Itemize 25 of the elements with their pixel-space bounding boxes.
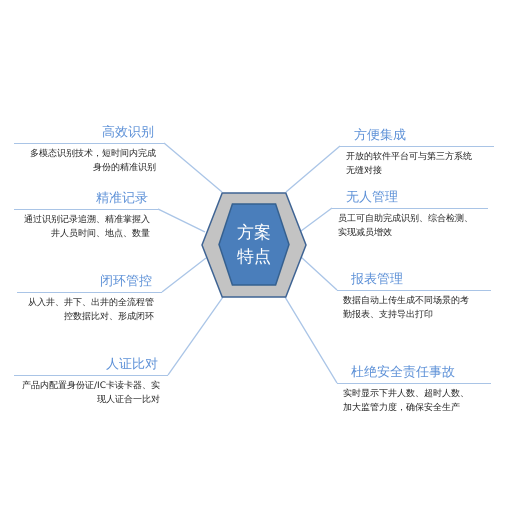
connector-line: [162, 257, 206, 293]
connector-line: [300, 256, 338, 290]
feature-description: 实时显示下井人数、超时人数、加大监管力度，确保安全生产: [343, 388, 470, 415]
feature-description: 产品内配置身份证/IC卡读卡器、实现人证合一比对: [21, 380, 160, 407]
connector-line: [300, 207, 332, 232]
center-title: 方案特点: [236, 222, 272, 269]
connector-line: [284, 296, 338, 384]
connector-line: [286, 146, 340, 192]
feature-heading: 报表管理: [350, 271, 404, 289]
connector-line: [164, 142, 222, 192]
connector-line: [158, 208, 206, 233]
feature-description: 开放的软件平台可与第三方系统无缝对接: [346, 150, 473, 178]
feature-heading: 无人管理: [345, 189, 399, 207]
feature-heading: 精准记录: [95, 190, 149, 208]
feature-heading: 方便集成: [353, 127, 407, 145]
connector-line: [167, 296, 224, 376]
feature-heading: 高效识别: [101, 124, 155, 142]
feature-description: 数据自动上传生成不同场景的考勤报表、支持导出打印: [343, 294, 470, 322]
feature-description: 多模态识别技术，短时间内完成身份的精准识别: [29, 148, 156, 175]
feature-description: 员工可自助完成识别、综合检测、实现减员增效: [338, 212, 474, 240]
feature-heading: 人证比对: [105, 356, 159, 374]
feature-description: 从入井、井下、出井的全流程管控数据比对、形成闭环: [27, 296, 154, 324]
feature-heading: 闭环管控: [99, 273, 153, 291]
feature-description: 通过识别记录追溯、精准掌握入井人员时间、地点、数量: [23, 214, 150, 241]
feature-heading: 杜绝安全责任事故: [350, 364, 456, 382]
